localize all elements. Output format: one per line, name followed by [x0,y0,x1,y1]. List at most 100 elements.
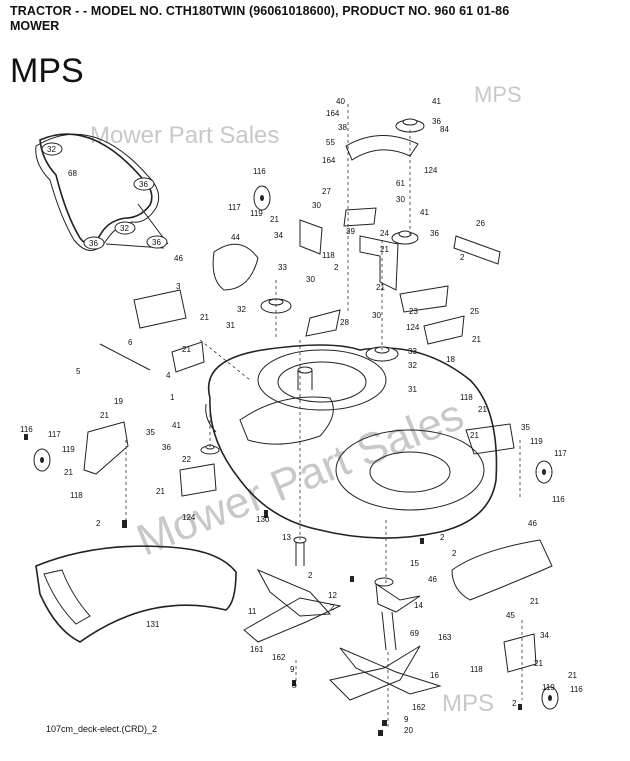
side-shield [451,539,553,601]
part-callout: 161 [250,645,264,654]
hardware [24,434,522,736]
part-callout: 41 [420,208,429,217]
part-callout: 21 [270,215,279,224]
brackets [83,135,537,673]
belt-pulley-label: 32 [120,224,129,233]
part-callout: 3 [176,282,181,291]
part-callout: 21 [200,313,209,322]
part-callout: 30 [312,201,321,210]
part-callout: 119 [542,683,555,692]
part-callout: 55 [326,138,335,147]
part-callout: 116 [552,495,565,504]
part-callout: 18 [446,355,455,364]
part-callout: 21 [64,468,73,477]
part-callout: 119 [250,209,263,218]
part-callout: 118 [322,251,335,260]
part-callout: 13 [282,533,291,542]
part-callout: 8 [292,681,297,690]
belt-pulley [133,177,155,191]
part-callout: 16 [430,671,439,680]
part-callout: 119 [62,445,75,454]
part-callout: 26 [476,219,485,228]
centerlines [125,104,523,730]
part-callout: 2 [452,549,457,558]
belt-pulley [114,221,136,235]
part-callout: 162 [272,653,286,662]
part-callout: 30 [306,275,315,284]
part-callout: 20 [404,726,413,735]
part-callout: 34 [540,631,549,640]
part-callout: 36 [162,443,171,452]
part-callout: 21 [472,335,481,344]
spindles [293,536,421,651]
part-callout: 2 [460,253,465,262]
part-callout: 15 [410,559,419,568]
gauge-wheels [33,185,559,710]
part-callout: 36 [432,117,441,126]
part-callout: 32 [237,305,246,314]
brand-logo: MPS [10,52,84,90]
belt-pulley-label: 36 [152,238,161,247]
watermark-mps-top: MPS [474,82,522,107]
part-callout: 117 [228,203,241,212]
part-callout: 30 [372,311,381,320]
part-callout: 117 [554,449,567,458]
part-callout: 1 [170,393,175,402]
part-callout: 21 [380,245,389,254]
part-callout: 116 [253,167,266,176]
part-callout: 2 [334,263,339,272]
part-callout: 162 [412,703,426,712]
part-callout: 21 [568,671,577,680]
part-callout: 31 [408,385,417,394]
part-callout: 45 [506,611,515,620]
part-callout: 35 [521,423,530,432]
part-callout: 164 [322,156,336,165]
part-callout: 41 [172,421,181,430]
part-callout: 22 [182,455,191,464]
belt-pulley [41,142,63,156]
part-callout: 11 [248,607,257,616]
part-callout: 33 [278,263,287,272]
part-callout: 31 [226,321,235,330]
part-callout: 2 [308,571,313,580]
part-callout: 28 [340,318,349,327]
part-callout: 124 [406,323,420,332]
part-callout: 44 [231,233,240,242]
part-callout: 34 [274,231,283,240]
part-callout: 69 [410,629,419,638]
belt-pulley-label: 36 [89,239,98,248]
part-callout: 46 [528,519,537,528]
part-callout: 9 [290,665,295,674]
part-callout: 2 [512,699,517,708]
watermark-mower-part-sales-top: Mower Part Sales [90,122,280,149]
belt-pulley-label: 32 [47,145,56,154]
belt-part-label: 68 [68,169,77,178]
cutting-blades [243,568,442,701]
part-callout: 27 [322,187,331,196]
part-callout: 2 [440,533,445,542]
part-callout: 21 [376,283,385,292]
part-callout: 40 [336,97,345,106]
part-callout: 21 [530,597,539,606]
part-callout: 84 [440,125,449,134]
part-callout: 124 [424,166,438,175]
diagram-footer-code: 107cm_deck-elect.(CRD)_2 [46,724,158,734]
part-callout: 23 [409,307,418,316]
part-callout: 21 [478,405,487,414]
part-callout: 124 [182,513,196,522]
part-callout: 21 [100,411,109,420]
part-callout: 163 [438,633,452,642]
mower-deck [205,344,498,539]
part-callout: 118 [470,665,483,674]
part-callout: 119 [530,437,543,446]
part-callout: 38 [338,123,347,132]
part-callout: 35 [146,428,155,437]
part-callout: 21 [534,659,543,668]
diagram-subtitle: MOWER [10,19,60,33]
belt-pulley-label: 36 [139,180,148,189]
part-callout: 116 [20,425,33,434]
diagram-title: TRACTOR - - MODEL NO. CTH180TWIN (960610… [10,4,510,18]
part-callout: 4 [166,371,171,380]
pulleys [200,118,425,587]
